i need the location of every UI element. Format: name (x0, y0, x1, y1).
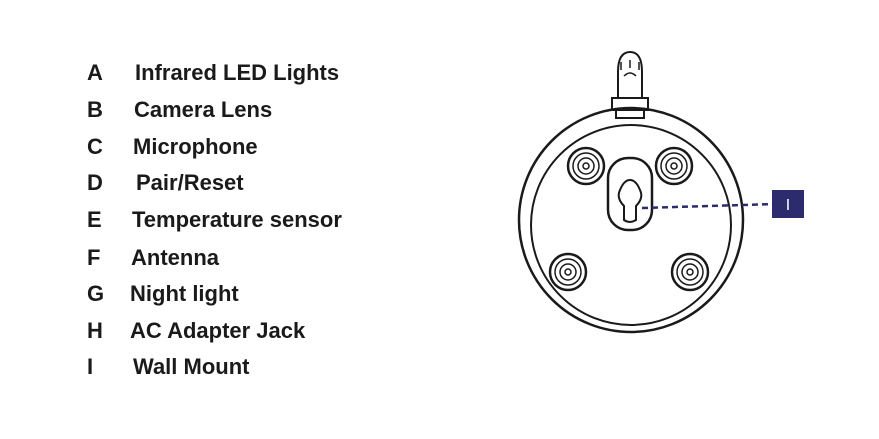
camera-back-diagram: I (517, 50, 804, 334)
legend-item-a: A Infrared LED Lights (0, 58, 420, 88)
legend-item-h: H AC Adapter Jack (0, 316, 420, 346)
legend-item-f: F Antenna (0, 243, 420, 273)
legend-label: Temperature sensor (132, 207, 342, 232)
legend-label: AC Adapter Jack (130, 318, 306, 343)
legend-letter: C (87, 134, 103, 159)
inner-plate (530, 124, 732, 326)
antenna-icon (611, 50, 649, 119)
legend-letter: A (87, 60, 103, 85)
legend-letter: B (87, 97, 103, 122)
legend-label: Infrared LED Lights (135, 60, 340, 85)
legend-letter: I (87, 354, 94, 379)
callout-label-text: I (786, 197, 790, 214)
parts-legend: A Infrared LED Lights B Camera Lens C Mi… (0, 0, 420, 439)
legend-item-g: G Night light (0, 279, 420, 309)
legend-item-e: E Temperature sensor (0, 205, 420, 235)
legend-label: Pair/Reset (136, 170, 244, 195)
legend-label: Night light (130, 281, 239, 306)
outer-body (517, 106, 745, 334)
legend-letter: F (87, 245, 101, 270)
callout-leader-line (641, 202, 777, 210)
screw-icon (654, 146, 694, 186)
screw-icon (566, 146, 606, 186)
wall-mount-keyhole-icon (606, 156, 654, 232)
legend-letter: E (87, 207, 102, 232)
callout-label-box (772, 190, 804, 218)
legend-letter: H (87, 318, 103, 343)
legend-item-d: D Pair/Reset (0, 168, 420, 198)
screw-icon (548, 252, 588, 292)
legend-label: Microphone (133, 134, 258, 159)
legend-label: Antenna (131, 245, 219, 270)
legend-label: Wall Mount (133, 354, 250, 379)
legend-item-c: C Microphone (0, 132, 420, 162)
legend-letter: G (87, 281, 105, 306)
legend-letter: D (87, 170, 103, 195)
legend-item-i: I Wall Mount (0, 352, 420, 382)
screw-icon (670, 252, 710, 292)
legend-label: Camera Lens (134, 97, 273, 122)
legend-item-b: B Camera Lens (0, 95, 420, 125)
